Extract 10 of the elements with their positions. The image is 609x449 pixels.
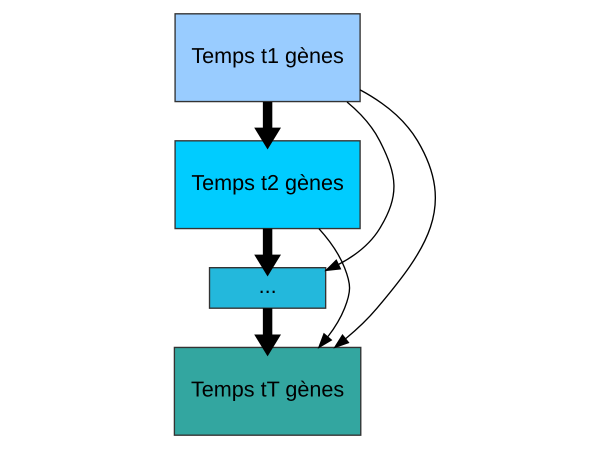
arrow: [332, 89, 436, 349]
node-box: Temps tT gènes: [173, 346, 361, 436]
arrow: [254, 102, 280, 150]
arrow: [254, 228, 280, 276]
arrow: [324, 101, 394, 272]
node-box: Temps t2 gènes: [174, 140, 360, 230]
arrow: [317, 228, 350, 349]
node-box: ...: [208, 267, 326, 309]
node-box: Temps t1 gènes: [174, 13, 360, 102]
arrow: [254, 308, 280, 356]
